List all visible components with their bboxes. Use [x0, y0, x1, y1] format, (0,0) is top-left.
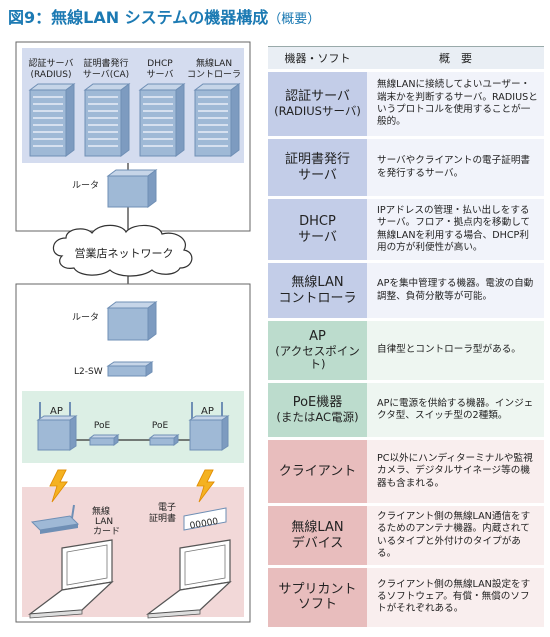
- server-label-wlc-1: 無線LAN: [196, 57, 232, 69]
- device-name: DHCP: [299, 213, 336, 229]
- certificate-label-1: 電子: [158, 502, 176, 513]
- device-name: サプリカント: [278, 581, 357, 597]
- ap-left-label: AP: [50, 406, 63, 417]
- row-device: AP(アクセスポイント): [268, 318, 367, 382]
- row-desc: IPアドレスの管理・払い出しをするサーバ。フロア・拠点内を移動して無線LANを利…: [367, 196, 544, 262]
- l2sw-label: L2-SW: [74, 367, 103, 377]
- poe-left-icon: [88, 434, 120, 446]
- device-name: 認証サーバ: [285, 89, 350, 105]
- table-row-poe: PoE機器(またはAC電源) APに電源を供給する機器。インジェクタ型、スイッチ…: [268, 380, 544, 439]
- l2-switch-icon: [106, 361, 154, 377]
- device-name: 無線LAN: [291, 519, 344, 535]
- device-name: 無線LAN: [291, 274, 344, 290]
- certificate-digits: 00000: [189, 517, 219, 532]
- server-label-wlc-2: コントローラ: [187, 69, 241, 80]
- device-sub: (RADIUSサーバ): [274, 103, 361, 118]
- poe-right-label: PoE: [152, 421, 169, 431]
- device-sub: (アクセスポイント): [275, 343, 360, 372]
- row-desc: クライアント側の無線LAN設定をするソフトウェア。有償・無償のソフトがそれぞれあ…: [367, 565, 544, 627]
- device-name: PoE機器: [292, 395, 343, 411]
- row-desc: 自律型とコントローラ型がある。: [367, 318, 544, 382]
- network-label: 営業店ネットワーク: [75, 246, 174, 260]
- lan-card-label-2: LAN: [95, 517, 113, 527]
- header-summary: 概 要: [367, 46, 544, 71]
- lan-card-label-3: カード: [93, 526, 120, 537]
- ap-left-icon: [36, 402, 78, 451]
- row-desc: サーバやクライアントの電子証明書を発行するサーバ。: [367, 136, 544, 198]
- device-table: 機器・ソフト 概 要 認証サーバ(RADIUSサーバ) 無線LANに接続してよい…: [268, 46, 544, 627]
- figure-title-sub: （概要）: [268, 12, 321, 27]
- row-desc: APに電源を供給する機器。インジェクタ型、スイッチ型の2種類。: [367, 380, 544, 439]
- lan-card-label-1: 無線: [92, 505, 110, 517]
- device-sub: (またはAC電源): [276, 409, 359, 424]
- ap-right-label: AP: [201, 406, 214, 417]
- wireless-lan-card-icon: [30, 504, 80, 534]
- table-row-radius: 認証サーバ(RADIUSサーバ) 無線LANに接続してよいユーザー・端末かを判断…: [268, 69, 544, 138]
- device-name: クライアント: [278, 463, 357, 479]
- server-ca-icon: [83, 83, 131, 157]
- laptop-left-icon: [27, 539, 114, 619]
- row-desc: APを集中管理する機器。電波の自動調整、負荷分散等が可能。: [367, 260, 544, 320]
- wireless-signal-left-icon-lower: [49, 469, 68, 503]
- device-sub: サーバ: [298, 167, 337, 183]
- table-header: 機器・ソフト 概 要: [268, 46, 544, 71]
- laptop-right-icon: [145, 539, 232, 619]
- server-wlc-icon: [193, 83, 241, 157]
- device-sub: コントローラ: [278, 290, 357, 306]
- network-cloud-icon: [52, 224, 193, 277]
- server-label-dhcp-2: サーバ: [147, 69, 174, 80]
- device-name: 証明書発行: [284, 151, 350, 167]
- row-device: サプリカントソフト: [268, 565, 367, 627]
- header-device: 機器・ソフト: [268, 46, 367, 71]
- device-sub: デバイス: [291, 535, 344, 551]
- poe-left-label: PoE: [94, 421, 111, 431]
- server-label-ca-1: 証明書発行: [83, 57, 128, 69]
- device-name: AP: [309, 328, 326, 344]
- server-label-dhcp-1: DHCP: [147, 59, 173, 69]
- row-device: 認証サーバ(RADIUSサーバ): [268, 69, 367, 138]
- device-sub: ソフト: [297, 597, 337, 613]
- figure-title: 図9：無線LAN システムの機器構成（概要）: [8, 4, 320, 28]
- row-desc: 無線LANに接続してよいユーザー・端末かを判断するサーバ。RADIUSというプロ…: [367, 69, 544, 138]
- server-radius-icon: [28, 83, 76, 157]
- router-bottom-icon: [106, 301, 158, 341]
- router-top-icon: [106, 169, 158, 208]
- row-device: 証明書発行サーバ: [268, 136, 367, 198]
- figure-title-main: 図9：無線LAN システムの機器構成: [8, 8, 269, 27]
- server-label-ca-2: サーバ(CA): [83, 69, 129, 80]
- certificate-icon: [183, 507, 227, 531]
- row-desc: クライアント側の無線LAN通信をするためのアンテナ機器。内蔵されているタイプと外…: [367, 503, 544, 567]
- router-bottom-label: ルータ: [72, 312, 99, 323]
- table-row-ap: AP(アクセスポイント) 自律型とコントローラ型がある。: [268, 318, 544, 382]
- row-device: クライアント: [268, 437, 367, 505]
- server-label-radius-2: (RADIUS): [31, 70, 72, 80]
- server-dhcp-icon: [138, 83, 186, 157]
- wireless-signal-right-icon-lower: [196, 469, 215, 503]
- device-sub: サーバ: [298, 229, 337, 245]
- table-row-ca: 証明書発行サーバ サーバやクライアントの電子証明書を発行するサーバ。: [268, 136, 544, 198]
- router-top-label: ルータ: [72, 180, 99, 191]
- ap-right-icon: [188, 402, 230, 451]
- server-label-radius-1: 認証サーバ: [29, 57, 74, 69]
- row-desc: PC以外にハンディターミナルや監視カメラ、デジタルサイネージ等の機器も含まれる。: [367, 437, 544, 505]
- poe-right-icon: [148, 434, 180, 446]
- table-row-client: クライアント PC以外にハンディターミナルや監視カメラ、デジタルサイネージ等の機…: [268, 437, 544, 505]
- row-device: PoE機器(またはAC電源): [268, 380, 367, 439]
- table-row-supplicant: サプリカントソフト クライアント側の無線LAN設定をするソフトウェア。有償・無償…: [268, 565, 544, 627]
- certificate-label-2: 証明書: [149, 512, 176, 524]
